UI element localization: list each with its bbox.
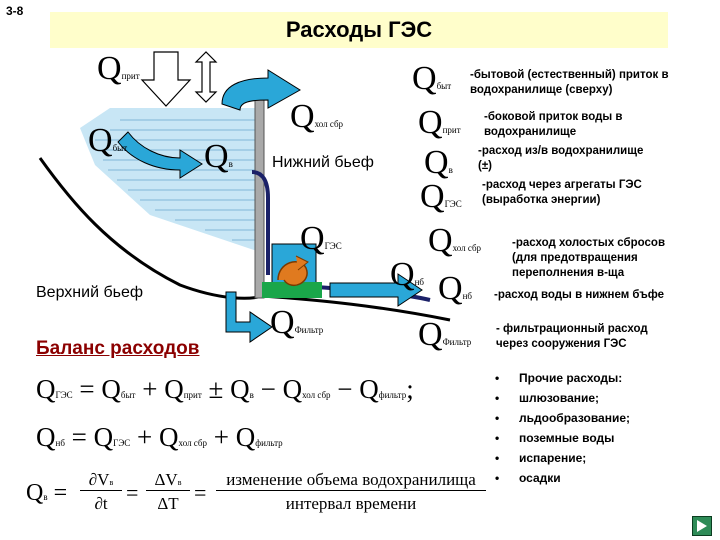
- label-q-filtr: QФильтр: [270, 304, 324, 341]
- legend-text-q-prit: -боковой приток воды в водохранилище: [484, 111, 623, 138]
- reservoir-bed: [38, 157, 263, 300]
- label-q-hol-sbr: Qхол сбр: [290, 98, 344, 135]
- list-item: •шлюзование;: [495, 391, 600, 405]
- legend-text-q-ges: -расход через агрегаты ГЭС (выработка эн…: [482, 179, 642, 206]
- inflow-arrow-q-prit: [140, 51, 192, 107]
- nb-arrow: [329, 273, 423, 307]
- label-q-prit: Qприт: [97, 50, 140, 87]
- lower-pool-label: Нижний бьеф: [272, 154, 374, 171]
- upper-pool-label: Верхний бьеф: [36, 284, 144, 301]
- list-item: •испарение;: [495, 451, 587, 465]
- turbine-swirl-arrow: [295, 255, 309, 271]
- formula-q-v: Qв = ∂Vв ∂t = ΔVв ΔT = изменение объема …: [26, 470, 486, 520]
- label-q-nb: Qнб: [390, 256, 424, 293]
- slide-number: 3-8: [6, 4, 24, 18]
- eq-sign-3: =: [194, 480, 207, 505]
- legend-sym-q-ges: QГЭС: [420, 178, 462, 215]
- dam-wall: [254, 87, 265, 299]
- fraction-text-den: интервал времени: [285, 494, 417, 513]
- title-banner: Расходы ГЭС: [50, 12, 668, 48]
- balance-title: Баланс расходов: [36, 338, 200, 359]
- legend-text-q-nb: -расход воды в нижнем бъфе: [494, 289, 665, 301]
- turbine-ground: [262, 282, 322, 298]
- spillway-curve: [251, 170, 270, 275]
- legend-sym-q-nb: Qнб: [438, 270, 472, 307]
- legend-text-q-byt: -бытовой (естественный) приток в водохра…: [470, 69, 669, 96]
- eq-sign-2: =: [126, 480, 139, 505]
- list-item: •Прочие расходы:: [495, 371, 623, 385]
- fraction-delta-num: ΔVв: [146, 470, 190, 491]
- label-q-v: Qв: [204, 138, 233, 175]
- legend-sym-q-byt: Qбыт: [412, 60, 452, 97]
- fraction-partial-den: ∂t: [94, 494, 108, 513]
- legend-sym-q-prit: Qприт: [418, 104, 461, 141]
- other-expenses-list: •Прочие расходы: •шлюзование; •льдообраз…: [495, 368, 630, 488]
- fraction-delta-den: ΔT: [157, 494, 179, 513]
- legend-sym-q-v: Qв: [424, 144, 453, 181]
- side-inflow-arrow: [117, 131, 203, 179]
- fraction-text-num: изменение объема водохранилища: [216, 470, 486, 491]
- legend-text-q-filtr: - фильтрационный расход через сооружения…: [496, 323, 648, 350]
- label-q-ges: QГЭС: [300, 220, 342, 257]
- q-v-lhs: Qв =: [26, 480, 68, 506]
- list-item: •льдообразование;: [495, 411, 631, 425]
- formula-q-ges: QГЭС = Qбыт + Qприт ± Qв − Qхол сбр − Qф…: [36, 374, 414, 404]
- label-q-byt: Qбыт: [88, 122, 128, 159]
- level-double-arrow: [194, 51, 218, 103]
- fraction-partial-num: ∂Vв: [80, 470, 122, 491]
- legend-text-q-v: -расход из/в водохранилище (±): [478, 145, 644, 172]
- list-item: •поземные воды: [495, 431, 615, 445]
- spill-arrow: [221, 69, 301, 111]
- list-item: •осадки: [495, 471, 561, 485]
- formula-q-nb: Qнб = QГЭС + Qхол сбр + Qфильтр: [36, 422, 283, 452]
- filter-arrow: [225, 291, 273, 343]
- page-title: Расходы ГЭС: [285, 17, 433, 42]
- legend-text-q-hol: -расход холостых сбросов (для предотвращ…: [512, 237, 666, 279]
- legend-sym-q-filtr: QФильтр: [418, 316, 472, 353]
- next-slide-icon[interactable]: [692, 516, 712, 536]
- legend-sym-q-hol: Qхол сбр: [428, 222, 482, 259]
